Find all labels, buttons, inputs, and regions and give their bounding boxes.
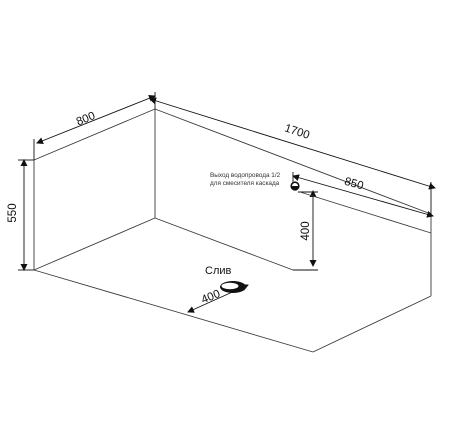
water-outlet-note-line2: для смесителя каскада bbox=[210, 180, 280, 187]
water-outlet-note-line1: Выход водопровода 1/2 bbox=[210, 172, 281, 179]
dimension-faucet-height: 400 bbox=[293, 190, 318, 271]
faucet-wall-guide bbox=[299, 191, 432, 234]
width-label: 800 bbox=[75, 110, 97, 128]
bottom-front-edge bbox=[33, 269, 314, 353]
faucet-offset-label: 850 bbox=[343, 176, 365, 193]
dimension-length: 1700 bbox=[149, 97, 436, 214]
height-label: 550 bbox=[7, 203, 19, 222]
bathtub-outline bbox=[33, 108, 432, 353]
width-dimension-line bbox=[36, 94, 156, 145]
length-dimension-line bbox=[149, 97, 436, 190]
dimension-drain-offset: 400 bbox=[187, 284, 249, 313]
drain-offset-label: 400 bbox=[200, 288, 222, 306]
drain-offset-dimension-line bbox=[187, 284, 249, 313]
drain-label: Слив bbox=[205, 265, 232, 277]
bottom-right-edge bbox=[312, 295, 432, 353]
faucet-height-label: 400 bbox=[300, 221, 312, 240]
bottom-left-edge bbox=[33, 217, 156, 271]
water-outlet: Выход водопровода 1/2 для смесителя каск… bbox=[210, 172, 300, 191]
length-label: 1700 bbox=[283, 122, 311, 141]
dimension-faucet-offset: 850 bbox=[292, 172, 434, 218]
drain-hole-icon-inner bbox=[221, 282, 239, 290]
bottom-back-edge bbox=[154, 217, 294, 271]
dimension-height: 550 bbox=[7, 159, 34, 271]
faucet-offset-dimension-line bbox=[292, 174, 434, 218]
dimension-width: 800 bbox=[33, 92, 156, 160]
water-outlet-icon-highlight bbox=[292, 183, 298, 186]
